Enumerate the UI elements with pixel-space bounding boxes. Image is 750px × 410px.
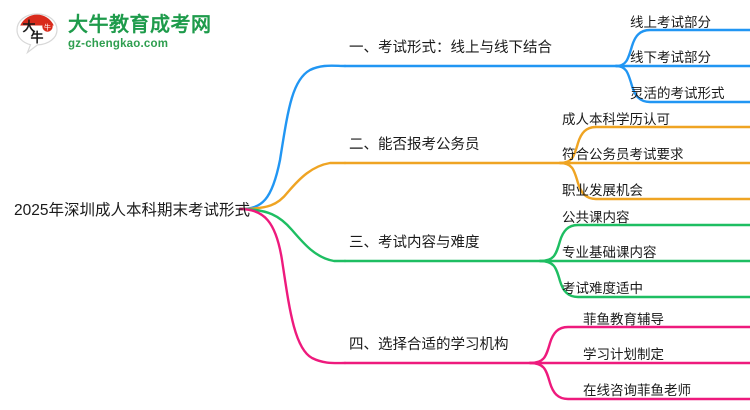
logo-title: 大牛教育成考网: [68, 13, 212, 36]
daniu-bull-logo-icon: 牛 大 牛: [14, 11, 60, 55]
leaf-label-1-3[interactable]: 灵活的考试形式: [630, 86, 725, 101]
branch-3-connector: [238, 207, 750, 299]
branch-label-1[interactable]: 一、考试形式：线上与线下结合: [349, 40, 552, 56]
leaf-label-3-2[interactable]: 专业基础课内容: [562, 245, 657, 260]
branch-label-2[interactable]: 二、能否报考公务员: [349, 137, 480, 153]
branch-label-3[interactable]: 三、考试内容与难度: [349, 235, 480, 251]
root-topic[interactable]: 2025年深圳成人本科期末考试形式: [14, 202, 250, 219]
leaf-label-4-2[interactable]: 学习计划制定: [583, 347, 664, 362]
site-logo: 牛 大 牛 大牛教育成考网 gz-chengkao.com: [14, 8, 234, 58]
branch-label-4[interactable]: 四、选择合适的学习机构: [349, 337, 509, 353]
leaf-label-2-3[interactable]: 职业发展机会: [562, 183, 643, 198]
leaf-label-1-2[interactable]: 线下考试部分: [630, 50, 711, 65]
leaf-label-3-1[interactable]: 公共课内容: [562, 210, 630, 225]
leaf-label-4-3[interactable]: 在线咨询菲鱼老师: [583, 383, 691, 398]
svg-text:牛: 牛: [44, 23, 51, 32]
leaf-label-1-1[interactable]: 线上考试部分: [630, 15, 711, 30]
branch-4-connector: [238, 207, 750, 401]
svg-text:大: 大: [22, 19, 35, 34]
leaf-label-2-1[interactable]: 成人本科学历认可: [562, 112, 670, 127]
leaf-label-2-2[interactable]: 符合公务员考试要求: [562, 147, 684, 162]
branch-2-connector: [238, 125, 750, 211]
svg-text:牛: 牛: [30, 30, 43, 45]
logo-subtitle: gz-chengkao.com: [68, 37, 169, 50]
leaf-label-3-3[interactable]: 考试难度适中: [562, 281, 643, 296]
leaf-label-4-1[interactable]: 菲鱼教育辅导: [583, 312, 664, 327]
logo-text-block: 大牛教育成考网 gz-chengkao.com: [68, 14, 212, 52]
